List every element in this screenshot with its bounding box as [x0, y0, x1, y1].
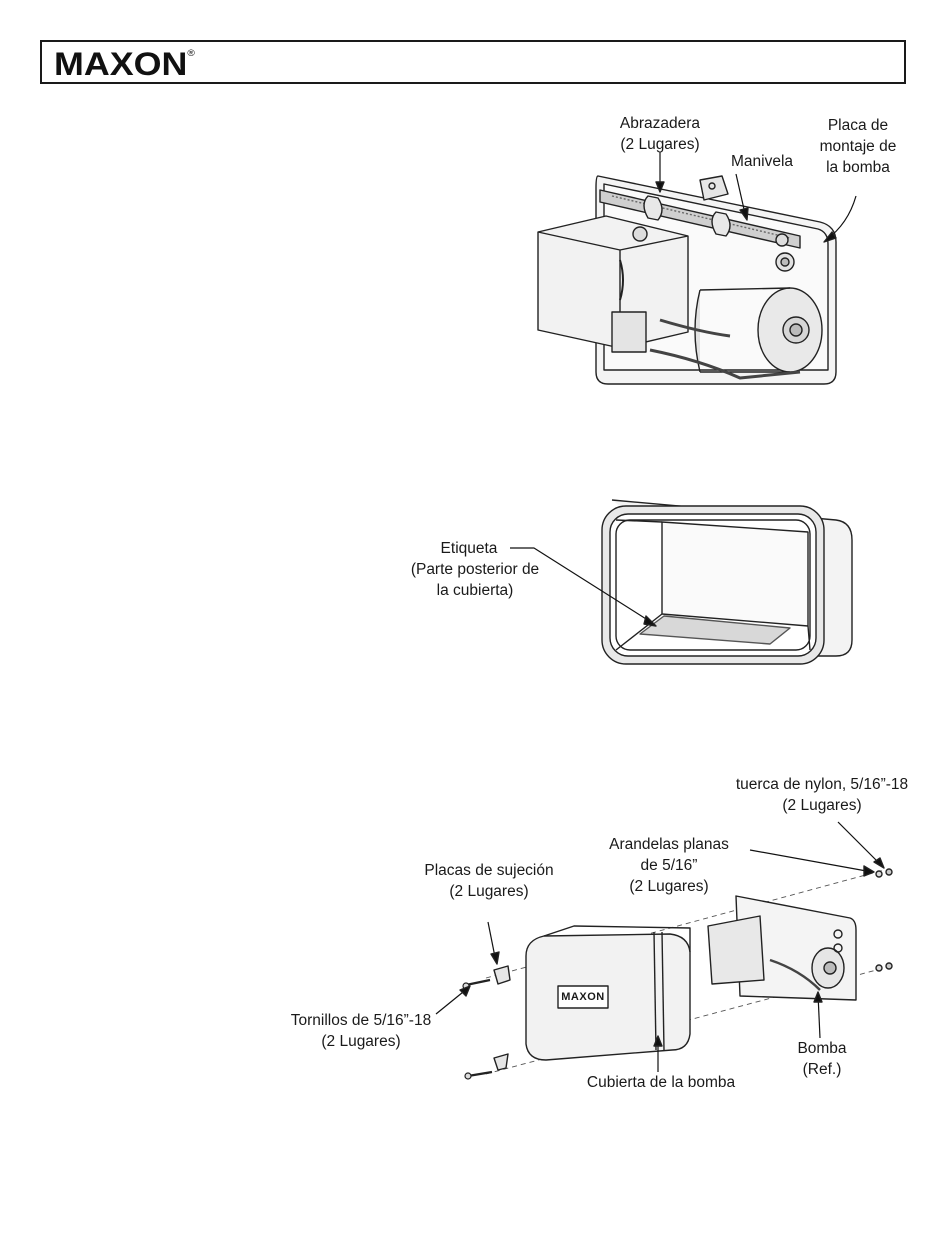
label-tuerca-nylon: tuerca de nylon, 5/16”-18 (2 Lugares)	[716, 774, 928, 816]
nut-bottom	[886, 963, 892, 969]
label-tornillos: Tornillos de 5/16”-18 (2 Lugares)	[268, 1010, 454, 1052]
nut-top	[886, 869, 892, 875]
bolt-bottom	[465, 1072, 492, 1079]
retainer-plate-top	[494, 966, 510, 984]
retainer-plate-bottom	[494, 1054, 508, 1070]
washer-bottom	[876, 965, 882, 971]
label-bomba: Bomba (Ref.)	[776, 1038, 868, 1080]
label-arandelas: Arandelas planas de 5/16” (2 Lugares)	[594, 834, 744, 897]
label-placas-sujecion: Placas de sujeción (2 Lugares)	[402, 860, 576, 902]
washer-top	[876, 871, 882, 877]
label-cubierta-bomba: Cubierta de la bomba	[566, 1072, 756, 1093]
cover-logo-text: MAXON	[558, 989, 608, 1005]
